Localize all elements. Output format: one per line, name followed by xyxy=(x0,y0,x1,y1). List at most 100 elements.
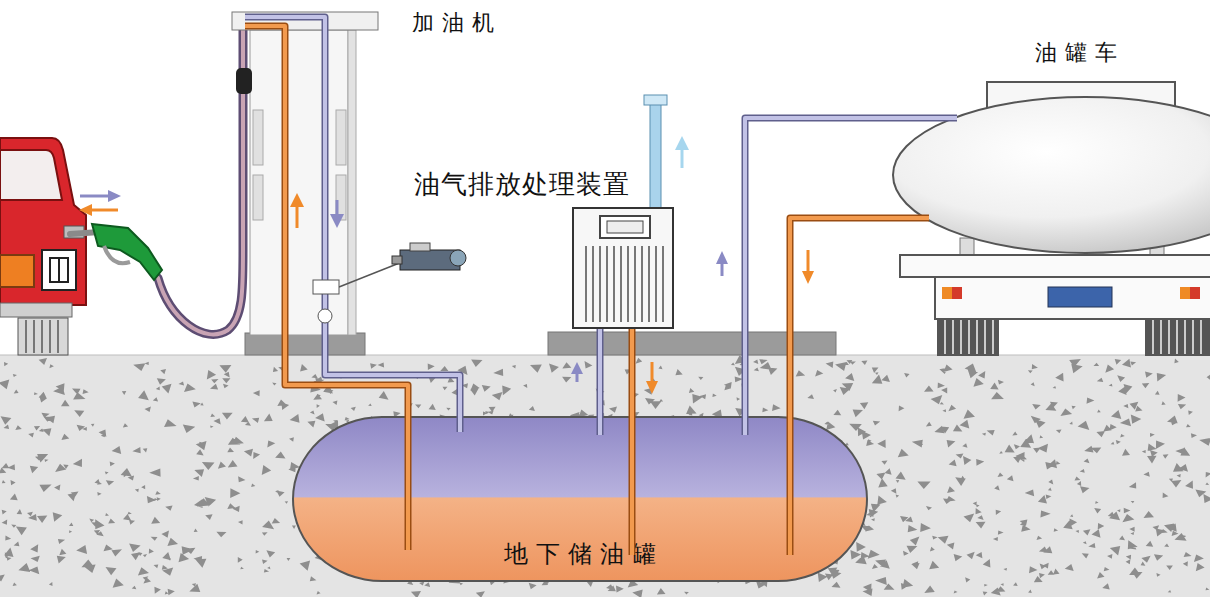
tanker-body-part xyxy=(935,277,1210,319)
tank-pipe-end-part xyxy=(408,416,790,555)
tanker-pipe-stub-part xyxy=(890,115,957,122)
tanker-truck: 油罐车 xyxy=(890,80,1210,356)
pipe-connector xyxy=(325,335,460,416)
flow-arrow xyxy=(80,190,121,202)
flow-arrow-part xyxy=(336,200,339,216)
ground xyxy=(0,355,1210,597)
pipe-core xyxy=(745,118,890,416)
tanker-body-part xyxy=(937,318,999,356)
dispenser-body-part xyxy=(348,30,356,335)
dispenser-base xyxy=(245,333,365,355)
flow-arrow xyxy=(675,136,689,168)
dispenser-body xyxy=(232,12,378,335)
pipe-core xyxy=(790,218,890,416)
tanker-truck-part xyxy=(890,80,1210,356)
dispenser-base-part xyxy=(245,333,365,355)
vapor-valve-part xyxy=(410,243,430,251)
tank-pipe-end-part xyxy=(460,416,745,435)
vapor-treatment-unit: 油气排放处理装置 xyxy=(572,207,674,329)
pipe-outline xyxy=(745,118,890,416)
truck-cab-part xyxy=(0,255,34,287)
dispenser-body-part xyxy=(253,110,263,165)
fuel-nozzle xyxy=(70,224,162,280)
tanker-body-part xyxy=(952,287,962,299)
flow-arrow-part xyxy=(290,193,304,207)
flow-arrow-part xyxy=(651,362,654,382)
flow-arrow xyxy=(290,193,304,228)
dispenser-body-part xyxy=(253,175,263,220)
truck-cab-part xyxy=(58,258,60,282)
fuel-dispenser: 加油机 xyxy=(230,10,380,335)
vapor-valve xyxy=(313,243,466,323)
dispenser-body-part xyxy=(336,110,346,165)
tanker-body-part xyxy=(1145,318,1210,356)
pipe-connector xyxy=(745,118,890,416)
truck-cab-part xyxy=(50,258,68,282)
pipe-connector xyxy=(790,218,890,416)
hose-sensor-part xyxy=(236,68,252,94)
vapor-valve-part xyxy=(313,280,339,294)
flow-arrow xyxy=(79,204,118,216)
pipe-outline xyxy=(790,218,890,416)
fuel-nozzle-part xyxy=(92,224,162,280)
ground-part xyxy=(0,355,1210,597)
vent-stack xyxy=(644,95,667,208)
fuel-dispenser-part xyxy=(230,10,380,335)
truck-cab-part xyxy=(0,150,62,200)
truck-cab-part xyxy=(0,138,86,305)
tanker-body-part xyxy=(942,287,952,299)
pipe-outline xyxy=(629,329,636,416)
tanker-label: 油罐车 xyxy=(1035,40,1125,66)
truck-cab-part xyxy=(0,303,72,317)
dispenser-body-part xyxy=(250,30,348,335)
tanker-body-part xyxy=(1180,287,1190,299)
pipe-core xyxy=(598,329,602,416)
flow-arrow-part xyxy=(108,190,121,202)
tanker-pipe-stub-part xyxy=(890,215,929,222)
dispenser-label: 加油机 xyxy=(412,10,502,36)
flow-arrow xyxy=(716,251,728,276)
vapor-valve-part xyxy=(318,309,332,323)
flow-arrow-part xyxy=(802,271,814,284)
flow-arrow-part xyxy=(646,381,658,394)
tanker-pipe-stub-part xyxy=(890,216,929,220)
tanker-body xyxy=(893,82,1210,356)
vapor-treatment-unit-part xyxy=(574,209,676,331)
vent-stack-part xyxy=(650,104,661,208)
tank-pipe-end-part xyxy=(460,416,745,435)
unit-panel-part xyxy=(607,221,643,233)
vent-stack-part xyxy=(644,95,667,105)
tanker-body-part xyxy=(1048,287,1112,307)
flow-arrow-part xyxy=(807,250,810,272)
pipe-connector xyxy=(632,329,633,416)
flow-arrow-part xyxy=(681,148,684,168)
unit-panel-part xyxy=(586,246,663,322)
fuel-hose-part xyxy=(158,30,243,334)
flow-arrow-part xyxy=(721,262,724,276)
tank-label: 地下储油罐 xyxy=(294,540,866,569)
pipe-core xyxy=(325,335,460,416)
flow-arrow-part xyxy=(90,209,118,212)
underground-tank: 地下储油罐 xyxy=(292,416,868,582)
flow-arrow xyxy=(646,362,658,394)
hose-sensor xyxy=(236,68,252,94)
flow-arrow-part xyxy=(675,136,689,150)
pipe-outline xyxy=(325,335,460,416)
flow-arrow-part xyxy=(296,205,299,228)
tanker-body-part xyxy=(900,255,1210,277)
truck-cab-part xyxy=(18,318,68,355)
unit-panel-part xyxy=(600,216,650,238)
flow-arrow xyxy=(802,250,814,284)
pipe-outline xyxy=(597,329,604,416)
flow-arrow xyxy=(330,200,344,228)
flow-arrow xyxy=(571,362,583,382)
flow-arrow-part xyxy=(80,195,110,198)
tanker-body-part xyxy=(945,320,993,354)
vapor-valve-part xyxy=(392,256,402,264)
tanker-body-part xyxy=(1153,320,1201,354)
vapor-valve-part xyxy=(339,262,402,287)
